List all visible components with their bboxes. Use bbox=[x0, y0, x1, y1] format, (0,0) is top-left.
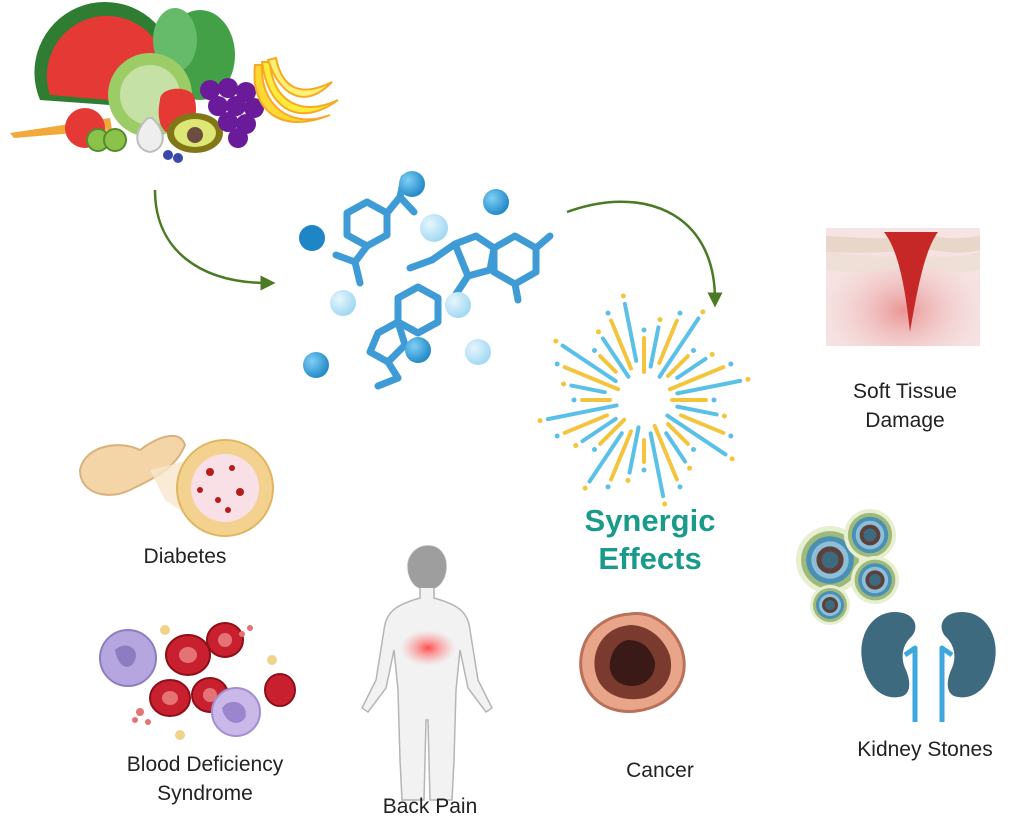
burst-ray bbox=[569, 383, 607, 395]
burst-ray bbox=[667, 365, 726, 392]
stone-ring bbox=[869, 574, 881, 586]
burst-dot bbox=[554, 361, 560, 367]
burst-ray bbox=[580, 416, 618, 444]
back-pain-text: Back Pain bbox=[382, 795, 478, 818]
soft-tissue-line2: Damage bbox=[865, 409, 945, 432]
burst-ray bbox=[598, 354, 618, 374]
burst-dot bbox=[620, 293, 626, 299]
tumor-icon bbox=[579, 612, 686, 713]
burst-ray bbox=[562, 365, 621, 392]
burst-dot bbox=[700, 309, 706, 315]
burst-dot bbox=[657, 317, 663, 323]
burst-dot bbox=[721, 413, 727, 419]
burst-dot bbox=[641, 467, 647, 473]
burst-dot bbox=[625, 477, 631, 483]
burst-dot bbox=[537, 418, 543, 424]
blood-line2: Syndrome bbox=[157, 782, 253, 805]
burst-dot bbox=[573, 443, 579, 449]
burst-dot bbox=[595, 329, 601, 335]
burst-icon bbox=[537, 293, 751, 507]
burst-dot bbox=[592, 446, 598, 452]
burst-dot bbox=[728, 433, 734, 439]
burst-dot bbox=[677, 484, 683, 490]
burst-ray bbox=[598, 417, 627, 446]
burst-dot bbox=[662, 501, 668, 507]
blood-cells-icon bbox=[99, 622, 296, 740]
burst-ray bbox=[622, 301, 639, 363]
burst-dot bbox=[553, 338, 559, 344]
synergic-line1: Synergic bbox=[584, 503, 716, 538]
burst-dot bbox=[554, 433, 560, 439]
burst-dot bbox=[711, 397, 717, 403]
soft-tissue-line1: Soft Tissue bbox=[853, 380, 957, 403]
burst-dot bbox=[729, 456, 735, 462]
burst-ray bbox=[678, 413, 726, 435]
burst-dot bbox=[592, 348, 598, 354]
burst-ray bbox=[665, 413, 728, 457]
burst-dot bbox=[745, 376, 751, 382]
burst-dot bbox=[687, 465, 693, 471]
stone-ring bbox=[825, 600, 835, 610]
burst-ray bbox=[666, 422, 690, 446]
arrow-to-compounds bbox=[153, 189, 276, 291]
kidney-stones-label: Kidney Stones bbox=[840, 735, 1010, 764]
burst-dot bbox=[690, 446, 696, 452]
burst-dot bbox=[561, 381, 567, 387]
burst-ray bbox=[648, 325, 661, 369]
blood-line1: Blood Deficiency bbox=[126, 753, 284, 776]
burst-dot bbox=[690, 348, 696, 354]
burst-ray bbox=[652, 423, 679, 482]
burst-ray bbox=[648, 431, 666, 499]
burst-ray bbox=[609, 318, 633, 371]
molecules-icon bbox=[299, 171, 554, 390]
burst-ray bbox=[675, 356, 708, 380]
body-icon bbox=[361, 545, 493, 801]
cancer-text: Cancer bbox=[626, 759, 694, 782]
burst-dot bbox=[641, 327, 647, 333]
back-pain-label: Back Pain bbox=[350, 792, 510, 821]
burst-dot bbox=[709, 351, 715, 357]
burst-dot bbox=[605, 484, 611, 490]
burst-ray bbox=[627, 425, 641, 475]
burst-ray bbox=[587, 431, 624, 484]
stone-ring bbox=[821, 551, 839, 569]
pancreas-icon bbox=[78, 435, 274, 537]
fruits-vegetables-icon bbox=[10, 1, 339, 163]
stone-ring bbox=[863, 528, 877, 542]
burst-ray bbox=[675, 404, 719, 417]
burst-ray bbox=[664, 431, 688, 464]
burst-dot bbox=[582, 485, 588, 491]
burst-dot bbox=[605, 310, 611, 316]
synergic-effects-label: Synergic Effects bbox=[560, 502, 740, 578]
kidneys-icon bbox=[861, 612, 996, 722]
diabetes-text: Diabetes bbox=[143, 545, 227, 568]
wound-icon bbox=[826, 228, 980, 346]
cancer-label: Cancer bbox=[590, 756, 730, 785]
burst-dot bbox=[728, 361, 734, 367]
burst-ray bbox=[657, 316, 701, 379]
soft-tissue-damage-label: Soft Tissue Damage bbox=[820, 377, 990, 435]
burst-ray bbox=[600, 336, 631, 379]
diabetes-label: Diabetes bbox=[110, 542, 260, 571]
kidney-stones-text: Kidney Stones bbox=[857, 738, 993, 761]
burst-ray bbox=[562, 413, 610, 435]
burst-dot bbox=[677, 310, 683, 316]
synergic-line2: Effects bbox=[598, 541, 702, 576]
burst-ray bbox=[657, 318, 679, 366]
burst-ray bbox=[609, 429, 633, 482]
burst-dot bbox=[571, 397, 577, 403]
burst-ray bbox=[545, 403, 619, 422]
burst-ray bbox=[666, 354, 690, 378]
arrow-to-synergy bbox=[566, 200, 723, 308]
stones-icon bbox=[796, 509, 899, 625]
burst-ray bbox=[675, 378, 743, 396]
blood-deficiency-label: Blood Deficiency Syndrome bbox=[100, 750, 310, 808]
burst-ray bbox=[560, 343, 618, 384]
